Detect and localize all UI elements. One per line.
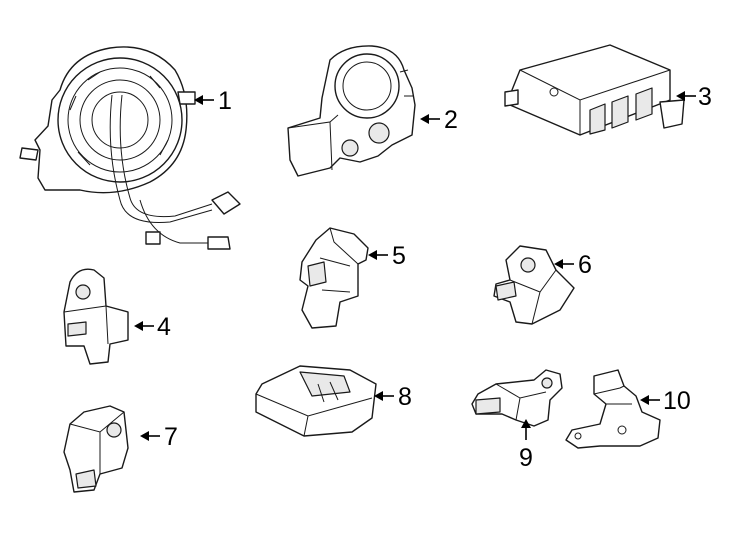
callout-labels: 1 2 3 4 5 6 7 8 9 10 (157, 83, 712, 472)
part-3-control-module (504, 44, 685, 136)
arrowhead-8 (374, 391, 383, 401)
part-6-side-sensor (493, 245, 575, 325)
callout-1: 1 (218, 87, 232, 115)
part-8-module (255, 365, 377, 437)
callout-8: 8 (398, 383, 412, 411)
callout-10: 10 (663, 387, 691, 415)
arrowhead-7 (140, 431, 149, 441)
leader-arrows (134, 91, 696, 441)
part-4-impact-sensor (63, 268, 129, 365)
arrowhead-4 (134, 321, 143, 331)
callout-6: 6 (578, 251, 592, 279)
callout-3: 3 (698, 83, 712, 111)
callout-7: 7 (164, 423, 178, 451)
arrowhead-1 (194, 95, 203, 105)
arrowhead-6 (554, 259, 563, 269)
callout-9: 9 (519, 444, 533, 472)
part-1-clock-spring (19, 46, 241, 250)
arrowhead-5 (368, 250, 377, 260)
part-5-connector (299, 227, 369, 329)
arrowhead-2 (420, 114, 429, 124)
callout-5: 5 (392, 242, 406, 270)
part-7-front-sensor (63, 405, 129, 493)
part-9-sensor (471, 369, 563, 427)
part-10-bracket (565, 369, 661, 449)
arrowhead-9 (521, 419, 531, 428)
part-2-steering-sensor (287, 45, 416, 177)
arrowhead-3 (676, 91, 685, 101)
arrowhead-10 (640, 395, 649, 405)
callout-4: 4 (157, 313, 171, 341)
callout-2: 2 (444, 106, 458, 134)
